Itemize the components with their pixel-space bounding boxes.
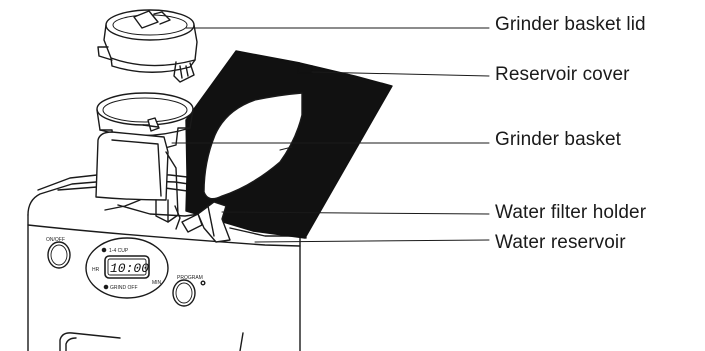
label-reservoir-cover: Reservoir cover bbox=[495, 64, 630, 86]
on-off-label: ON/OFF bbox=[46, 237, 65, 243]
program-label: PROGRAM bbox=[177, 275, 203, 281]
grind-off-label: GRIND OFF bbox=[110, 285, 138, 291]
control-panel bbox=[48, 238, 243, 351]
label-grinder-basket-lid: Grinder basket lid bbox=[495, 14, 646, 36]
grinder-basket-lid bbox=[98, 10, 197, 82]
clock-display: 10:00 bbox=[110, 261, 149, 276]
min-label: MIN bbox=[152, 280, 162, 286]
label-water-filter-holder: Water filter holder bbox=[495, 202, 646, 224]
cup-size-label: 1-4 CUP bbox=[109, 248, 129, 254]
label-water-reservoir: Water reservoir bbox=[495, 232, 626, 254]
label-grinder-basket: Grinder basket bbox=[495, 129, 621, 151]
hr-label: HR bbox=[92, 267, 100, 273]
leader-line-reservoir bbox=[255, 240, 489, 242]
